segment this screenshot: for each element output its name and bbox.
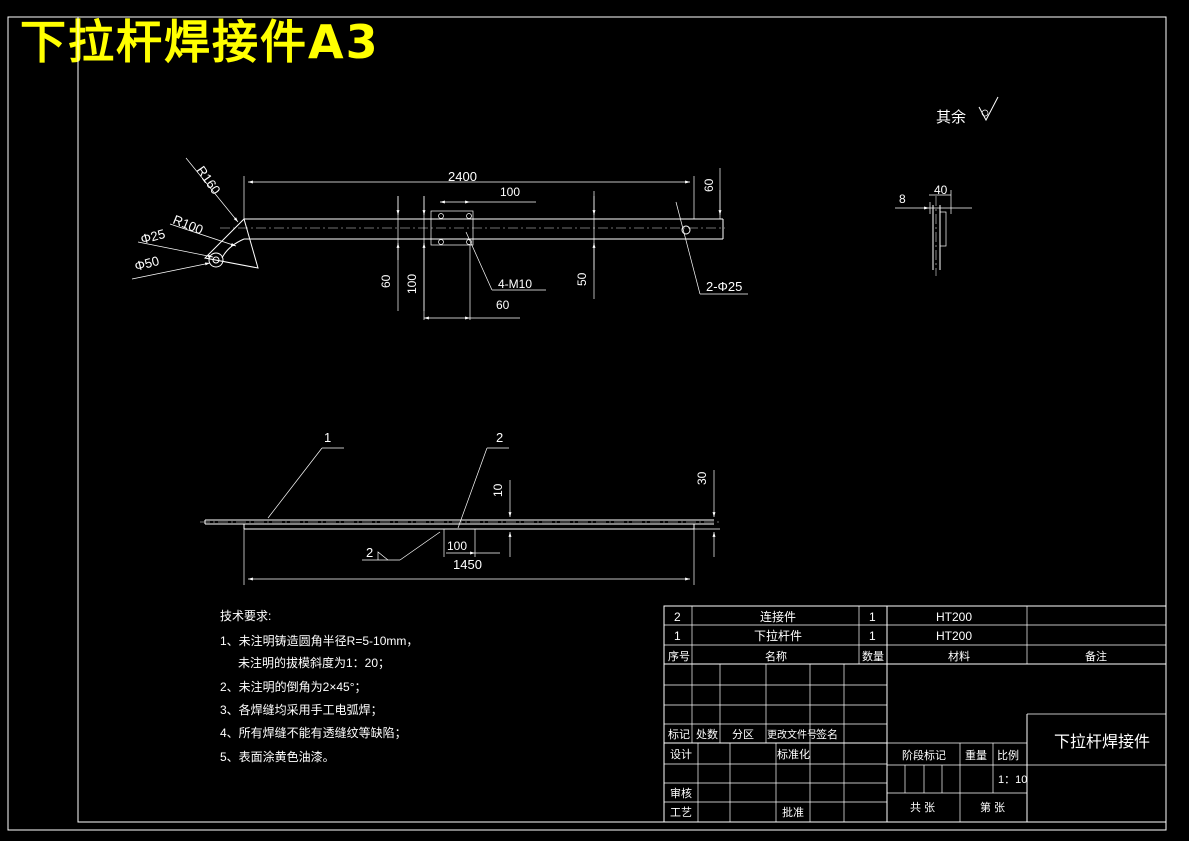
drawing-title: 下拉杆焊接件A3	[20, 15, 380, 69]
bom-header-name: 名称	[765, 649, 787, 663]
dim-1450: 1450	[453, 557, 482, 572]
outer-border	[7, 16, 1167, 831]
rev-count: 处数	[696, 728, 718, 741]
bom-row1-material: HT200	[936, 610, 972, 624]
bom-row1-no: 2	[674, 610, 681, 624]
dim-100-front: 100	[447, 539, 467, 553]
dim-phi50: Φ50	[133, 253, 161, 274]
drawing-name: 下拉杆焊接件	[1054, 733, 1150, 751]
bom-row1-name: 连接件	[760, 609, 796, 624]
label-approve: 批准	[782, 805, 804, 819]
label-standardize: 标准化	[777, 747, 810, 761]
rev-mark: 标记	[668, 727, 690, 741]
dim-phi25: Φ25	[139, 226, 167, 247]
dim-40: 40	[934, 183, 948, 197]
bom-row2-material: HT200	[936, 629, 972, 643]
label-weight: 重量	[965, 748, 987, 762]
slot-plate	[430, 210, 474, 246]
rev-zone: 分区	[732, 728, 754, 741]
rev-doc: 更改文件号	[767, 728, 817, 741]
side-view: 8 40	[895, 183, 972, 276]
dim-8: 8	[899, 192, 906, 206]
dim-30: 30	[695, 471, 709, 485]
hole-25	[681, 225, 691, 235]
bom-row2-name: 下拉杆件	[754, 628, 802, 643]
bom-header-qty: 数量	[862, 650, 884, 663]
roughness-symbol: 其余	[936, 96, 999, 126]
note-1b: 未注明的拔模斜度为1：20；	[238, 655, 390, 670]
label-stage-mark: 阶段标记	[902, 748, 946, 762]
note-5: 5、表面涂黄色油漆。	[220, 749, 335, 764]
technical-notes: 技术要求: 1、未注明铸造圆角半径R=5-10mm， 未注明的拔模斜度为1：20…	[220, 609, 418, 764]
balloon-1: 1	[324, 430, 331, 445]
top-view: 2400 100 60 R160 R100 Φ25 Φ50 60 100 4-M…	[131, 157, 748, 320]
label-sheet-no: 第 张	[980, 800, 1005, 814]
dim-50: 50	[575, 272, 589, 286]
label-process: 工艺	[670, 806, 692, 819]
roughness-label: 其余	[936, 108, 966, 126]
label-scale: 比例	[997, 748, 1019, 762]
scale-value: 1：10	[998, 774, 1027, 786]
dim-60-bottom: 60	[496, 298, 510, 312]
label-total-sheets: 共 张	[910, 801, 935, 814]
note-1: 1、未注明铸造圆角半径R=5-10mm，	[220, 633, 418, 648]
bom-header-no: 序号	[668, 649, 690, 663]
notes-heading: 技术要求:	[220, 609, 271, 623]
bom-header-material: 材料	[948, 649, 970, 663]
dim-2400: 2400	[448, 169, 477, 184]
dim-60-right: 60	[702, 178, 716, 192]
bom-row1-qty: 1	[869, 610, 876, 624]
note-3: 3、各焊缝均采用手工电弧焊；	[220, 702, 383, 717]
bom-row2-qty: 1	[869, 629, 876, 643]
label-design: 设计	[670, 748, 692, 761]
title-block: 2 连接件 1 HT200 1 下拉杆件 1 HT200 序号 名称 数量 材料…	[663, 605, 1167, 823]
fan-end	[203, 218, 259, 269]
dim-2-phi25: 2-Φ25	[706, 279, 742, 294]
dim-100: 100	[500, 185, 520, 199]
label-review: 审核	[670, 786, 692, 800]
dim-r160: R160	[194, 163, 224, 197]
pivot-hole	[208, 252, 224, 268]
dim-60-left: 60	[379, 274, 393, 288]
dim-10: 10	[491, 483, 505, 497]
rev-sign: 签名	[816, 727, 838, 741]
bom-row2-no: 1	[674, 629, 681, 643]
note-2: 2、未注明的倒角为2×45°；	[220, 679, 367, 694]
balloon-2: 2	[496, 430, 503, 445]
weld-size: 2	[366, 545, 373, 560]
inner-border	[77, 16, 1167, 823]
dim-r100: R100	[171, 212, 205, 238]
note-4: 4、所有焊缝不能有透缝纹等缺陷；	[220, 725, 407, 740]
front-view: 2 1 2 30 10 100 1450	[200, 430, 720, 585]
bom-header-remark: 备注	[1085, 649, 1107, 663]
dim-4-m10: 4-M10	[498, 277, 532, 291]
dim-100-left: 100	[405, 274, 419, 294]
